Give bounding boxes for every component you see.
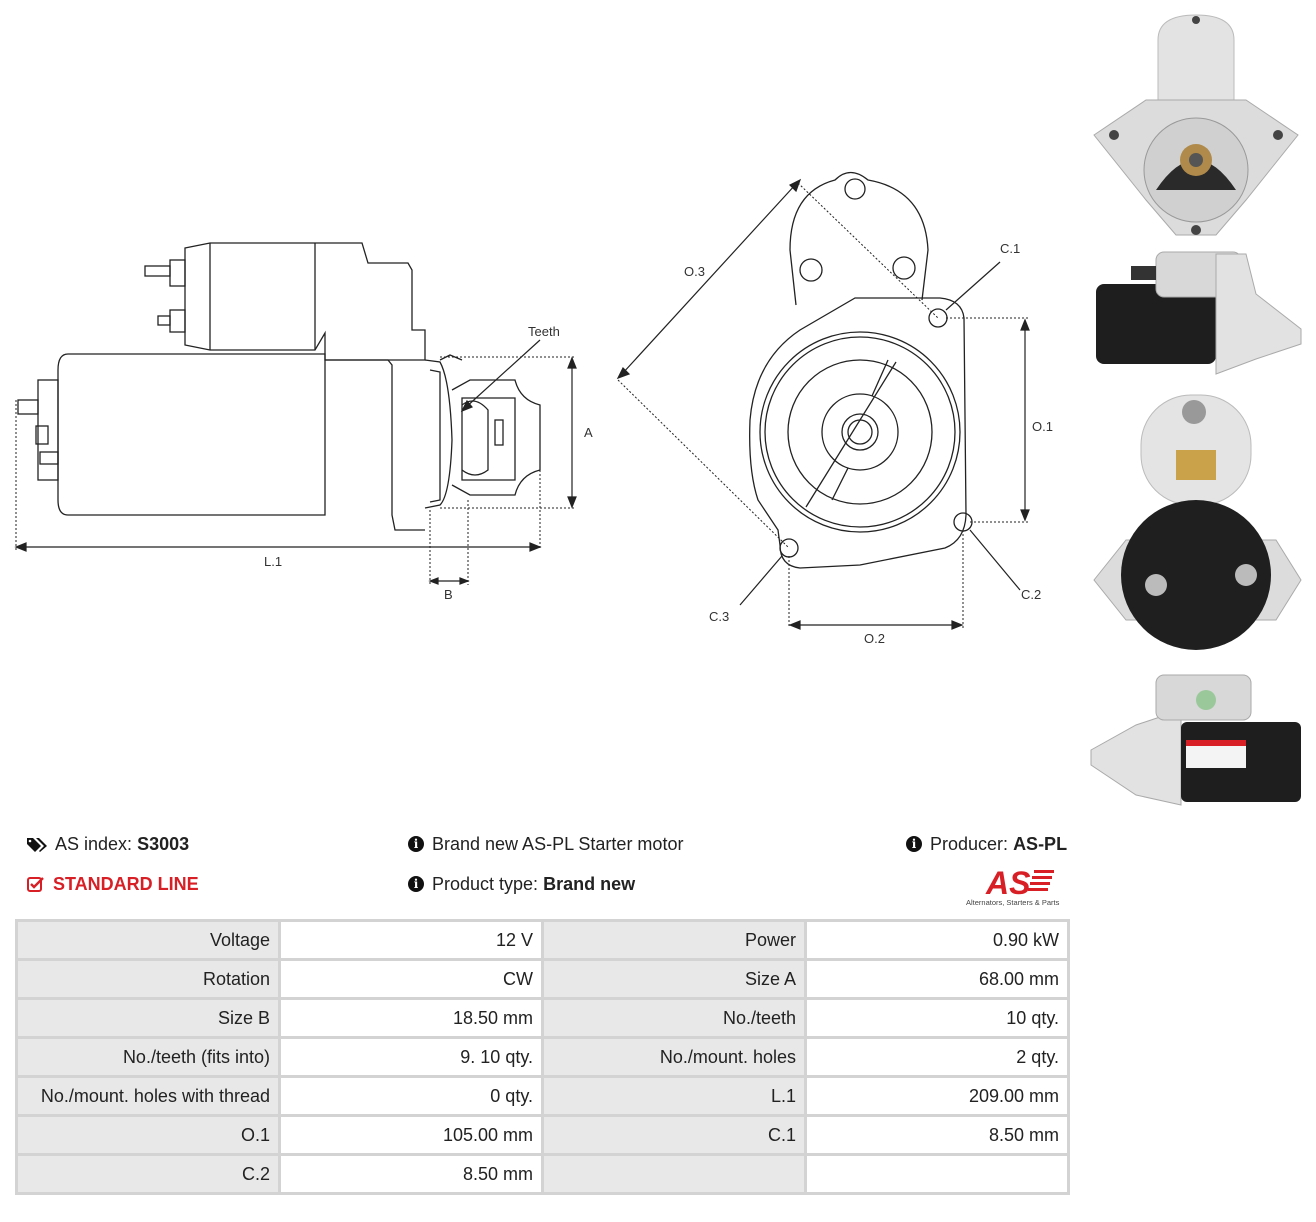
description-text: Brand new AS-PL Starter motor bbox=[432, 834, 684, 854]
producer-value: AS-PL bbox=[1013, 834, 1068, 854]
photo-side-view bbox=[1096, 251, 1302, 375]
spec-label: No./teeth (fits into) bbox=[15, 1036, 281, 1078]
table-row: No./teeth (fits into) 9. 10 qty. No./mou… bbox=[15, 1036, 1070, 1078]
spec-value: 9. 10 qty. bbox=[278, 1036, 544, 1078]
spec-value: 10 qty. bbox=[804, 997, 1070, 1039]
standard-line-text: STANDARD LINE bbox=[53, 874, 199, 894]
table-row: O.1 105.00 mm C.1 8.50 mm bbox=[15, 1114, 1070, 1156]
dimension-c2-label: C.2 bbox=[1021, 587, 1041, 602]
spec-value: 209.00 mm bbox=[804, 1075, 1070, 1117]
standard-line-row: STANDARD LINE bbox=[27, 873, 199, 895]
spec-value: 0.90 kW bbox=[804, 919, 1070, 961]
info-circle-icon: i bbox=[408, 876, 424, 892]
specs-table: Voltage 12 V Power 0.90 kW Rotation CW S… bbox=[15, 919, 1070, 1195]
as-logo-mark: AS Alternators, Starters & Parts bbox=[966, 865, 1060, 907]
side-view-drawing: Teeth A L.1 B bbox=[14, 242, 593, 602]
spec-value: 105.00 mm bbox=[278, 1114, 544, 1156]
svg-text:Alternators, Starters & Parts: Alternators, Starters & Parts bbox=[966, 898, 1060, 907]
spec-value: CW bbox=[278, 958, 544, 1000]
as-index-row: AS index: S3003 bbox=[27, 833, 189, 855]
front-view-drawing: O.3 C.1 O.1 C.2 C.3 O.2 bbox=[616, 171, 1053, 646]
spec-label: L.1 bbox=[541, 1075, 807, 1117]
spec-label: O.1 bbox=[15, 1114, 281, 1156]
spec-label: No./mount. holes bbox=[541, 1036, 807, 1078]
photo-front-view bbox=[1093, 14, 1299, 236]
photo-label-view bbox=[1090, 674, 1301, 806]
table-row: No./mount. holes with thread 0 qty. L.1 … bbox=[15, 1075, 1070, 1117]
photo-rear-view bbox=[1093, 394, 1302, 650]
spec-value: 8.50 mm bbox=[278, 1153, 544, 1195]
spec-value: 18.50 mm bbox=[278, 997, 544, 1039]
producer-row: i Producer: AS-PL bbox=[906, 833, 1067, 855]
dimension-o1-label: O.1 bbox=[1032, 419, 1053, 434]
spec-value: 68.00 mm bbox=[804, 958, 1070, 1000]
product-type-value: Brand new bbox=[543, 874, 636, 894]
spec-label: No./teeth bbox=[541, 997, 807, 1039]
spec-label bbox=[541, 1153, 807, 1195]
info-circle-icon: i bbox=[906, 836, 922, 852]
product-type-row: i Product type: Brand new bbox=[408, 873, 635, 895]
spec-label: Power bbox=[541, 919, 807, 961]
teeth-label: Teeth bbox=[528, 324, 560, 339]
dimension-a-label: A bbox=[584, 425, 593, 440]
spec-label: No./mount. holes with thread bbox=[15, 1075, 281, 1117]
spec-value: 2 qty. bbox=[804, 1036, 1070, 1078]
product-type-label: Product type: bbox=[432, 874, 539, 894]
spec-value bbox=[804, 1153, 1070, 1195]
check-square-icon bbox=[27, 877, 44, 892]
spec-value: 12 V bbox=[278, 919, 544, 961]
table-row: Rotation CW Size A 68.00 mm bbox=[15, 958, 1070, 1000]
svg-text:AS: AS bbox=[985, 865, 1031, 901]
table-row: Voltage 12 V Power 0.90 kW bbox=[15, 919, 1070, 961]
spec-label: C.2 bbox=[15, 1153, 281, 1195]
spec-label: Voltage bbox=[15, 919, 281, 961]
as-index-value: S3003 bbox=[137, 834, 190, 854]
spec-label: Size B bbox=[15, 997, 281, 1039]
producer-label: Producer: bbox=[930, 834, 1009, 854]
spec-value: 8.50 mm bbox=[804, 1114, 1070, 1156]
table-row: C.2 8.50 mm bbox=[15, 1153, 1070, 1195]
as-pl-logo: AS Alternators, Starters & Parts bbox=[962, 862, 1068, 908]
tags-icon bbox=[27, 838, 47, 852]
description-row: i Brand new AS-PL Starter motor bbox=[408, 833, 683, 855]
spec-label: Size A bbox=[541, 958, 807, 1000]
dimension-c3-label: C.3 bbox=[709, 609, 729, 624]
spec-label: Rotation bbox=[15, 958, 281, 1000]
dimension-o3-label: O.3 bbox=[684, 264, 705, 279]
dimension-c1-label: C.1 bbox=[1000, 241, 1020, 256]
dimension-o2-label: O.2 bbox=[864, 631, 885, 646]
as-index-label: AS index: bbox=[55, 834, 133, 854]
info-circle-icon: i bbox=[408, 836, 424, 852]
table-row: Size B 18.50 mm No./teeth 10 qty. bbox=[15, 997, 1070, 1039]
spec-value: 0 qty. bbox=[278, 1075, 544, 1117]
dimension-l1-label: L.1 bbox=[264, 554, 282, 569]
spec-label: C.1 bbox=[541, 1114, 807, 1156]
dimension-b-label: B bbox=[444, 587, 453, 602]
